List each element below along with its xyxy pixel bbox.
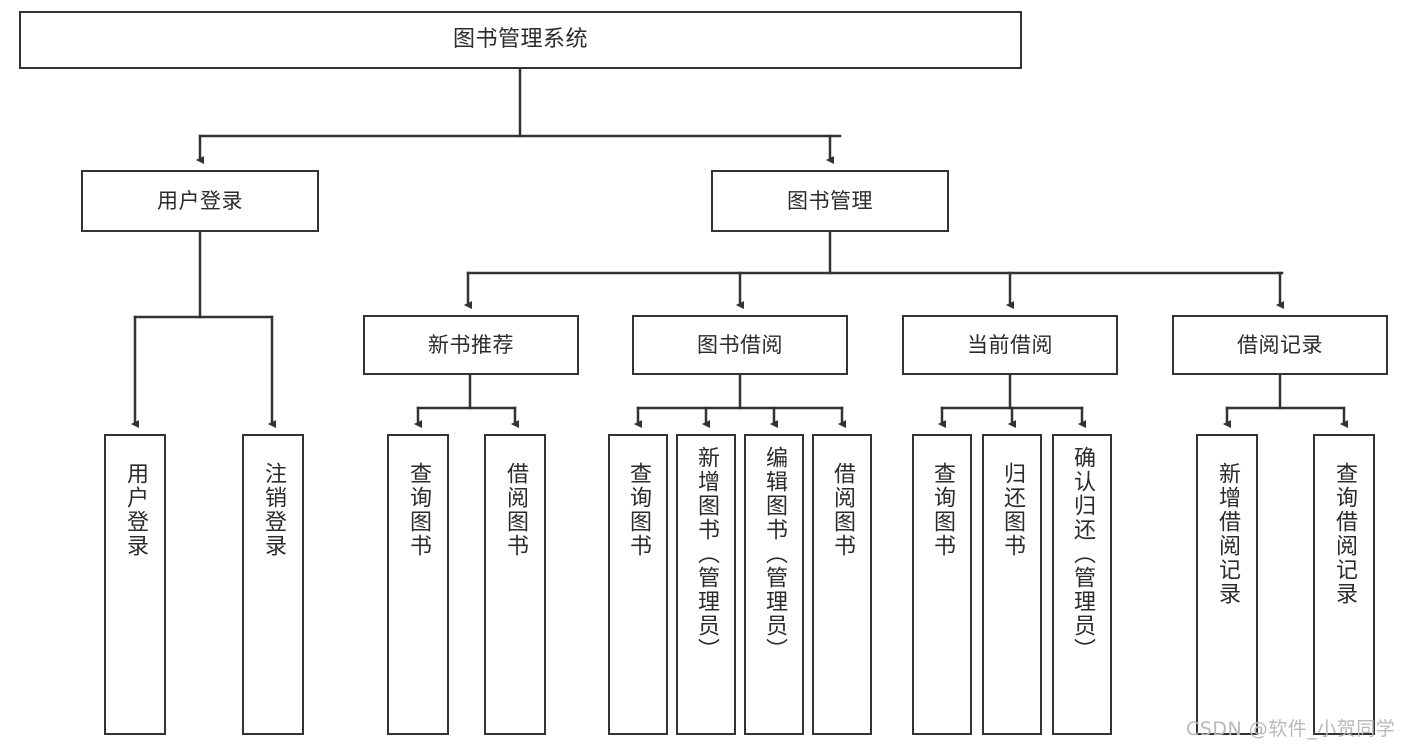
- leaf-edit-book-admin[interactable]: 编辑图书（管理员）: [744, 434, 804, 735]
- node-book-management[interactable]: 图书管理: [711, 170, 949, 232]
- leaf-edit-book-admin-label: 编辑图书（管理员）: [762, 446, 787, 662]
- leaf-borrow-book-recommend[interactable]: 借阅图书: [484, 434, 546, 735]
- leaf-query-book-borrow-label: 查询图书: [626, 462, 651, 558]
- leaf-logout[interactable]: 注销登录: [242, 434, 304, 735]
- node-user-login-label: 用户登录: [157, 188, 243, 213]
- leaf-query-book-recommend[interactable]: 查询图书: [387, 434, 449, 735]
- leaf-add-borrow-record-label: 新增借阅记录: [1215, 462, 1240, 606]
- leaf-user-login-label: 用户登录: [123, 462, 148, 558]
- leaf-logout-label: 注销登录: [261, 462, 286, 558]
- node-book-management-label: 图书管理: [787, 188, 873, 213]
- node-new-book-recommend[interactable]: 新书推荐: [363, 315, 579, 375]
- csdn-watermark: CSDN @软件_小贺同学: [1186, 718, 1396, 740]
- node-book-borrow[interactable]: 图书借阅: [632, 315, 848, 375]
- leaf-return-book-label: 归还图书: [1000, 462, 1025, 558]
- leaf-query-book-borrow[interactable]: 查询图书: [608, 434, 668, 735]
- leaf-add-borrow-record[interactable]: 新增借阅记录: [1196, 434, 1258, 735]
- node-book-borrow-label: 图书借阅: [697, 332, 783, 357]
- leaf-confirm-return-admin[interactable]: 确认归还（管理员）: [1052, 434, 1112, 735]
- leaf-query-book-current[interactable]: 查询图书: [912, 434, 972, 735]
- node-root[interactable]: 图书管理系统: [19, 11, 1022, 69]
- node-borrow-record[interactable]: 借阅记录: [1172, 315, 1388, 375]
- node-new-book-recommend-label: 新书推荐: [428, 332, 514, 357]
- node-current-borrow-label: 当前借阅: [967, 332, 1053, 357]
- leaf-query-book-recommend-label: 查询图书: [406, 462, 431, 558]
- node-current-borrow[interactable]: 当前借阅: [902, 315, 1118, 375]
- node-borrow-record-label: 借阅记录: [1237, 332, 1323, 357]
- node-user-login[interactable]: 用户登录: [81, 170, 319, 232]
- leaf-query-book-current-label: 查询图书: [930, 462, 955, 558]
- leaf-user-login[interactable]: 用户登录: [104, 434, 166, 735]
- leaf-borrow-book[interactable]: 借阅图书: [812, 434, 872, 735]
- leaf-add-book-admin[interactable]: 新增图书（管理员）: [676, 434, 736, 735]
- node-root-label: 图书管理系统: [452, 27, 588, 53]
- leaf-confirm-return-admin-label: 确认归还（管理员）: [1070, 446, 1095, 662]
- leaf-add-book-admin-label: 新增图书（管理员）: [694, 446, 719, 662]
- leaf-query-borrow-record-label: 查询借阅记录: [1332, 462, 1357, 606]
- leaf-borrow-book-recommend-label: 借阅图书: [503, 462, 528, 558]
- leaf-borrow-book-label: 借阅图书: [830, 462, 855, 558]
- leaf-return-book[interactable]: 归还图书: [982, 434, 1042, 735]
- leaf-query-borrow-record[interactable]: 查询借阅记录: [1313, 434, 1375, 735]
